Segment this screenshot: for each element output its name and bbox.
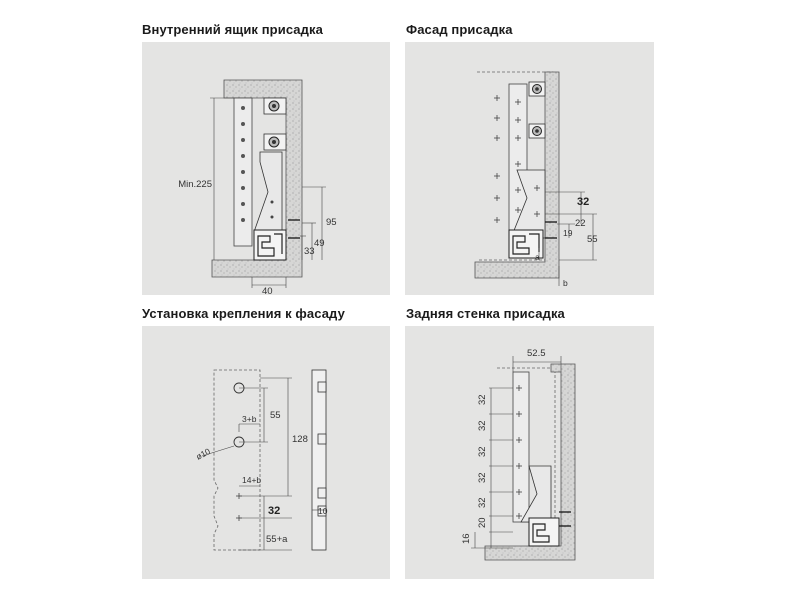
panel-title-mounting: Установка крепления к фасаду — [142, 306, 345, 321]
drawing-facade: 32 22 19 55 a b — [474, 71, 598, 288]
screw-icon — [559, 511, 571, 527]
dim-16: 16 — [461, 533, 472, 544]
cam-fitting-icon — [263, 97, 287, 151]
dim-22: 22 — [575, 218, 586, 229]
runner-profile-icon — [528, 517, 560, 547]
dim-32-e: 32 — [477, 497, 488, 508]
dim-32: 32 — [577, 196, 589, 208]
screw-icon — [545, 221, 557, 239]
panel-title-inner-drawer: Внутренний ящик присадка — [142, 22, 323, 37]
back-wall-board — [484, 363, 576, 561]
dim-b: b — [563, 278, 568, 288]
dim-49: 49 — [314, 238, 325, 249]
dim-32-b: 32 — [477, 420, 488, 431]
diagram-back-wall: 52.5 32 32 32 32 32 20 16 — [405, 326, 654, 579]
facade-template — [213, 369, 261, 551]
dim-3b: 3+b — [242, 414, 257, 424]
drawer-holes — [241, 106, 245, 222]
dim-33: 33 — [304, 246, 315, 257]
dim-14b: 14+b — [242, 475, 261, 485]
drawing-back-wall: 52.5 32 32 32 32 32 20 16 — [461, 348, 576, 561]
runner-profile-icon — [253, 229, 287, 261]
screw-icon — [288, 219, 300, 239]
dim-95: 95 — [326, 217, 337, 228]
drawing-mounting: 55 3+b 128 14+b 32 55+a ø10 10 — [194, 369, 328, 551]
dim-32-d: 32 — [477, 472, 488, 483]
dim-55a: 55+a — [266, 534, 288, 545]
rear-bracket — [253, 151, 283, 233]
cam-fitting-icon — [528, 81, 546, 139]
dim-a: a — [535, 252, 540, 262]
panel-title-back-wall: Задняя стенка присадка — [406, 306, 565, 321]
dim-52-5: 52.5 — [527, 348, 546, 359]
dim-40: 40 — [262, 286, 273, 295]
back-wall-holes — [516, 385, 522, 519]
dim-32-a: 32 — [477, 394, 488, 405]
diagram-mounting: 55 3+b 128 14+b 32 55+a ø10 10 — [142, 326, 390, 579]
dim-55: 55 — [270, 410, 281, 421]
dim-128: 128 — [292, 434, 308, 445]
diagram-inner-drawer: Min.225 95 49 33 40 — [142, 42, 390, 295]
facade-profile — [311, 369, 327, 551]
dim-19: 19 — [563, 228, 573, 238]
facade-board — [474, 71, 560, 279]
dim-d10: ø10 — [194, 446, 212, 462]
facade-holes — [494, 95, 500, 223]
dim-10: 10 — [318, 506, 328, 516]
drawing-inner-drawer: Min.225 95 49 33 40 — [178, 79, 337, 295]
runner-profile-icon — [508, 229, 544, 259]
back-wall-rail — [512, 371, 530, 523]
diagram-facade: 32 22 19 55 a b — [405, 42, 654, 295]
panel-title-facade: Фасад присадка — [406, 22, 513, 37]
dim-32: 32 — [268, 505, 280, 517]
dim-min-225: Min.225 — [178, 179, 212, 190]
dim-20: 20 — [477, 517, 488, 528]
dim-32-c: 32 — [477, 446, 488, 457]
dim-55: 55 — [587, 234, 598, 245]
